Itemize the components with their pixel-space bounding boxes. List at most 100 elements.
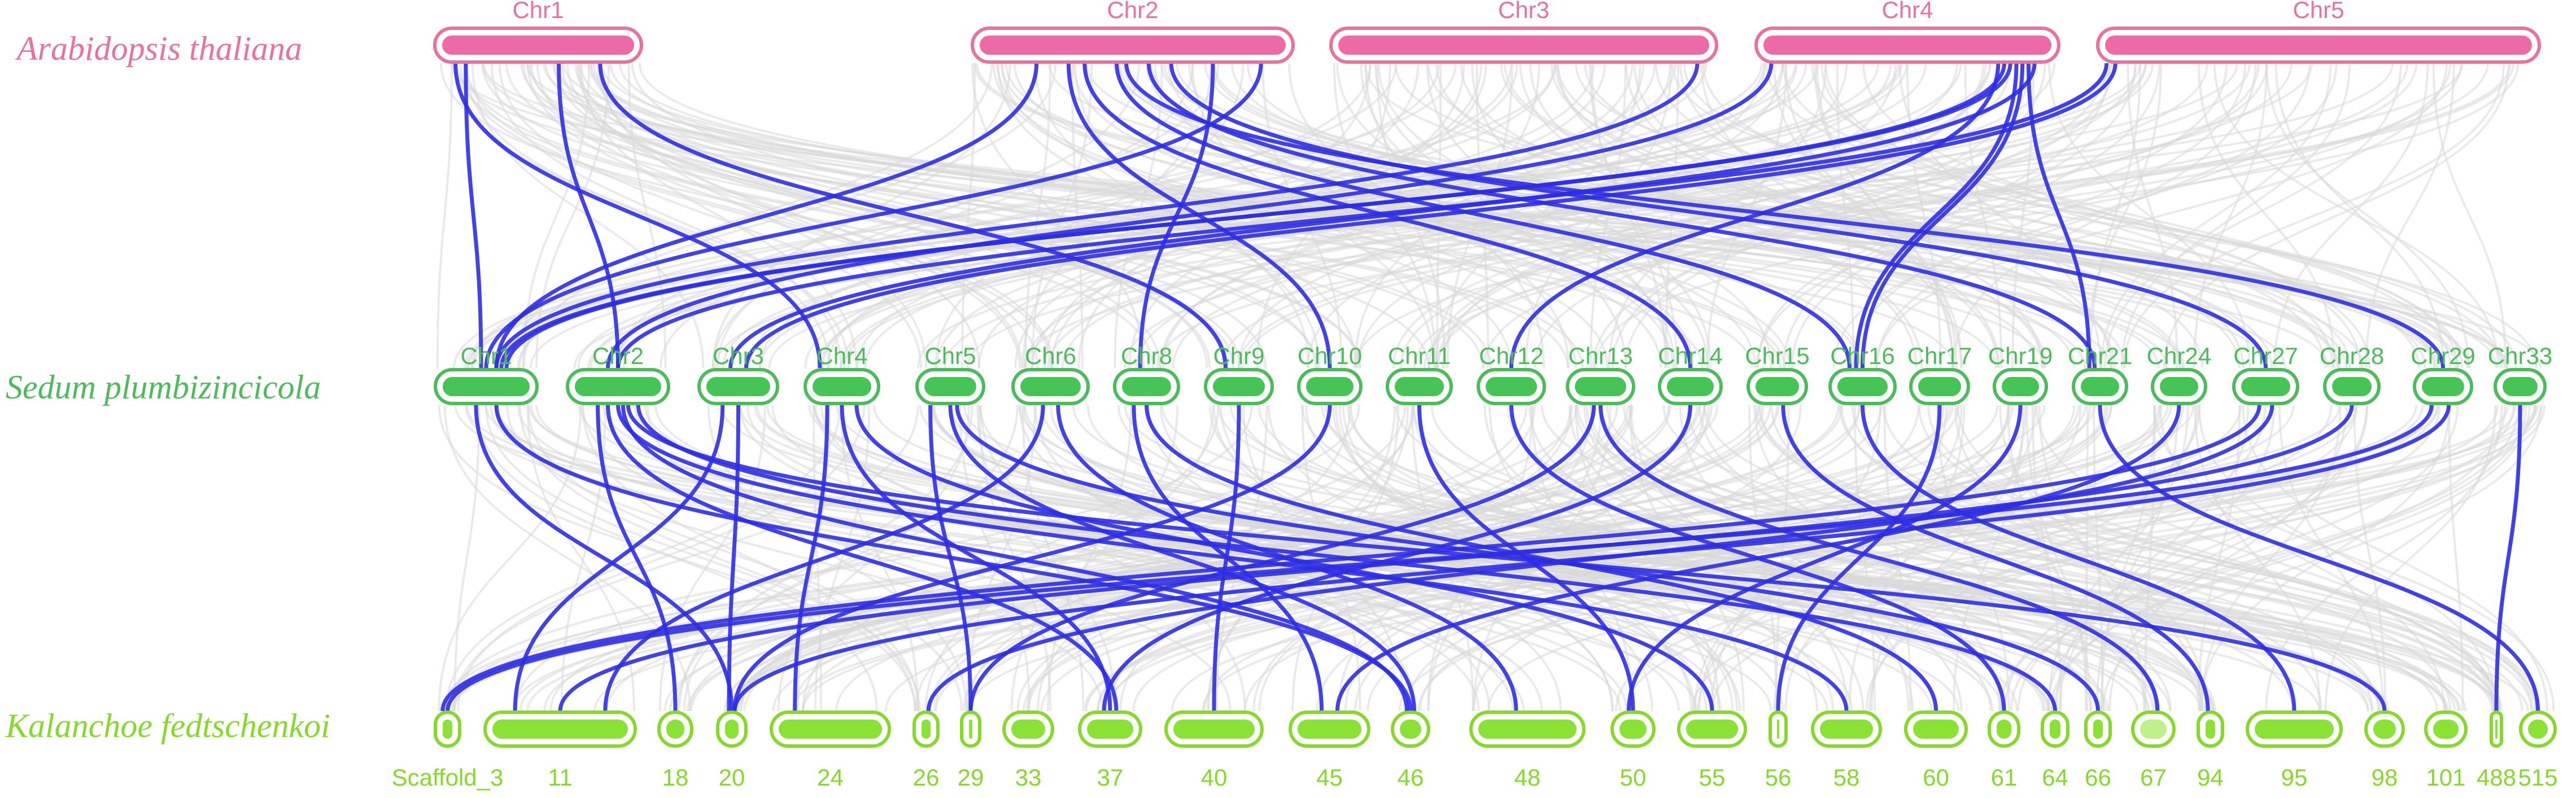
highlight-link [621,405,1409,712]
chromosome-fill-kalanchoe-64 [2050,720,2060,739]
chromosome-fill-sedum-Chr13 [1575,377,1626,396]
chromosome-label-arabidopsis-Chr1: Chr1 [512,0,564,23]
background-link [1756,63,2228,369]
highlight-link [603,405,1045,712]
highlight-link [2098,405,2540,712]
background-link [1398,405,2536,712]
highlight-link [513,405,725,712]
chromosome-label-kalanchoe-11: 11 [548,764,573,791]
chromosome-fill-arabidopsis-Chr3 [1338,36,1709,55]
chromosome-label-arabidopsis-Chr2: Chr2 [1107,0,1158,23]
chromosome-label-sedum-Chr19: Chr19 [1988,343,2053,369]
chromosome-label-kalanchoe-64: 64 [2042,764,2068,791]
background-link [967,63,2512,369]
background-link [2035,405,2496,712]
background-link [1782,63,2111,369]
chromosome-fill-kalanchoe-Scaffold_3 [443,720,452,739]
background-link [1590,63,1627,369]
background-link [2242,405,2548,712]
background-link [505,63,1361,369]
highlight-link [1854,63,2019,369]
species-label-arabidopsis: Arabidopsis thaliana [17,30,303,67]
highlight-link [1627,405,2023,712]
background-link [2120,63,2351,369]
background-link [1853,405,1876,712]
background-link [520,63,1584,369]
background-link [1679,405,1910,712]
background-link [1031,63,1093,369]
background-link [1258,405,2216,712]
chromosome-fill-sedum-Chr27 [2241,377,2290,396]
background-link [1047,63,2055,369]
chromosome-label-sedum-Chr14: Chr14 [1658,343,1722,369]
chromosome-label-kalanchoe-58: 58 [1833,764,1860,791]
chromosome-fill-sedum-Chr9 [1213,377,1265,396]
chromosome-fill-kalanchoe-11 [492,720,628,739]
chromosome-fill-kalanchoe-488 [2495,720,2498,739]
chromosome-label-sedum-Chr21: Chr21 [2068,343,2132,369]
chromosome-fill-sedum-Chr2 [575,377,661,396]
chromosome-fill-sedum-Chr14 [1667,377,1714,396]
background-link [2123,63,2505,369]
chromosome-label-kalanchoe-26: 26 [913,764,940,791]
chromosome-tracks [433,27,2557,748]
highlight-link [499,63,2012,369]
chromosome-label-sedum-Chr15: Chr15 [1745,343,1809,369]
chromosome-label-sedum-Chr24: Chr24 [2147,343,2211,369]
highlight-link [440,405,2261,712]
chromosome-fill-arabidopsis-Chr2 [980,36,1286,55]
highlight-link [606,405,1119,712]
chromosome-label-kalanchoe-24: 24 [817,764,844,791]
chromosome-fill-sedum-Chr6 [1020,377,1081,396]
chromosome-fill-kalanchoe-18 [666,720,684,739]
background-link [517,63,1557,369]
chromosome-fill-sedum-Chr12 [1486,377,1537,396]
background-link [1077,63,1372,369]
background-link [1507,405,2159,712]
chromosome-fill-arabidopsis-Chr4 [1763,36,2051,55]
chromosome-fill-sedum-Chr8 [1122,377,1171,396]
background-link [1936,405,2010,712]
background-link [474,405,878,712]
chromosome-fill-sedum-Chr3 [706,377,770,396]
chromosome-label-kalanchoe-29: 29 [958,764,984,791]
chromosome-fill-sedum-Chr17 [1918,377,1961,396]
background-link [1918,405,2500,712]
background-link [2103,63,2402,369]
background-link [574,63,1430,369]
background-link [1010,405,1179,712]
chromosome-label-sedum-Chr13: Chr13 [1568,343,1632,369]
chromosome-label-sedum-Chr16: Chr16 [1830,343,1894,369]
background-link [1044,63,1420,369]
chromosome-label-sedum-Chr9: Chr9 [1213,343,1264,369]
background-link [495,405,1828,712]
background-link [445,405,841,712]
background-link [1898,63,2102,369]
highlight-link [1212,405,1241,712]
background-link [2193,63,2268,369]
chromosome-label-kalanchoe-20: 20 [719,764,745,791]
chromosome-fill-kalanchoe-45 [1298,720,1361,739]
chromosome-fill-sedum-Chr4 [813,377,871,396]
chromosome-fill-kalanchoe-95 [2255,720,2334,739]
chromosome-fill-sedum-Chr1 [443,377,530,396]
background-link [482,63,1955,369]
chromosome-fill-kalanchoe-33 [1011,720,1045,739]
background-link [2432,63,2507,369]
background-link [1441,63,1897,369]
background-link [1687,405,2201,712]
chromosome-label-arabidopsis-Chr4: Chr4 [1881,0,1933,23]
highlight-link [494,63,1700,369]
background-link [1084,405,2358,712]
highlight-link [1776,405,1942,712]
chromosome-fill-kalanchoe-94 [2206,720,2215,739]
background-link [1021,405,1085,712]
chromosome-fill-kalanchoe-58 [1820,720,1873,739]
background-link [543,63,2268,369]
chromosome-fill-sedum-Chr5 [924,377,976,396]
chromosome-fill-sedum-Chr28 [2332,377,2372,396]
background-link [1471,63,1712,369]
chromosome-label-kalanchoe-488: 488 [2477,764,2516,791]
background-link [443,405,691,712]
